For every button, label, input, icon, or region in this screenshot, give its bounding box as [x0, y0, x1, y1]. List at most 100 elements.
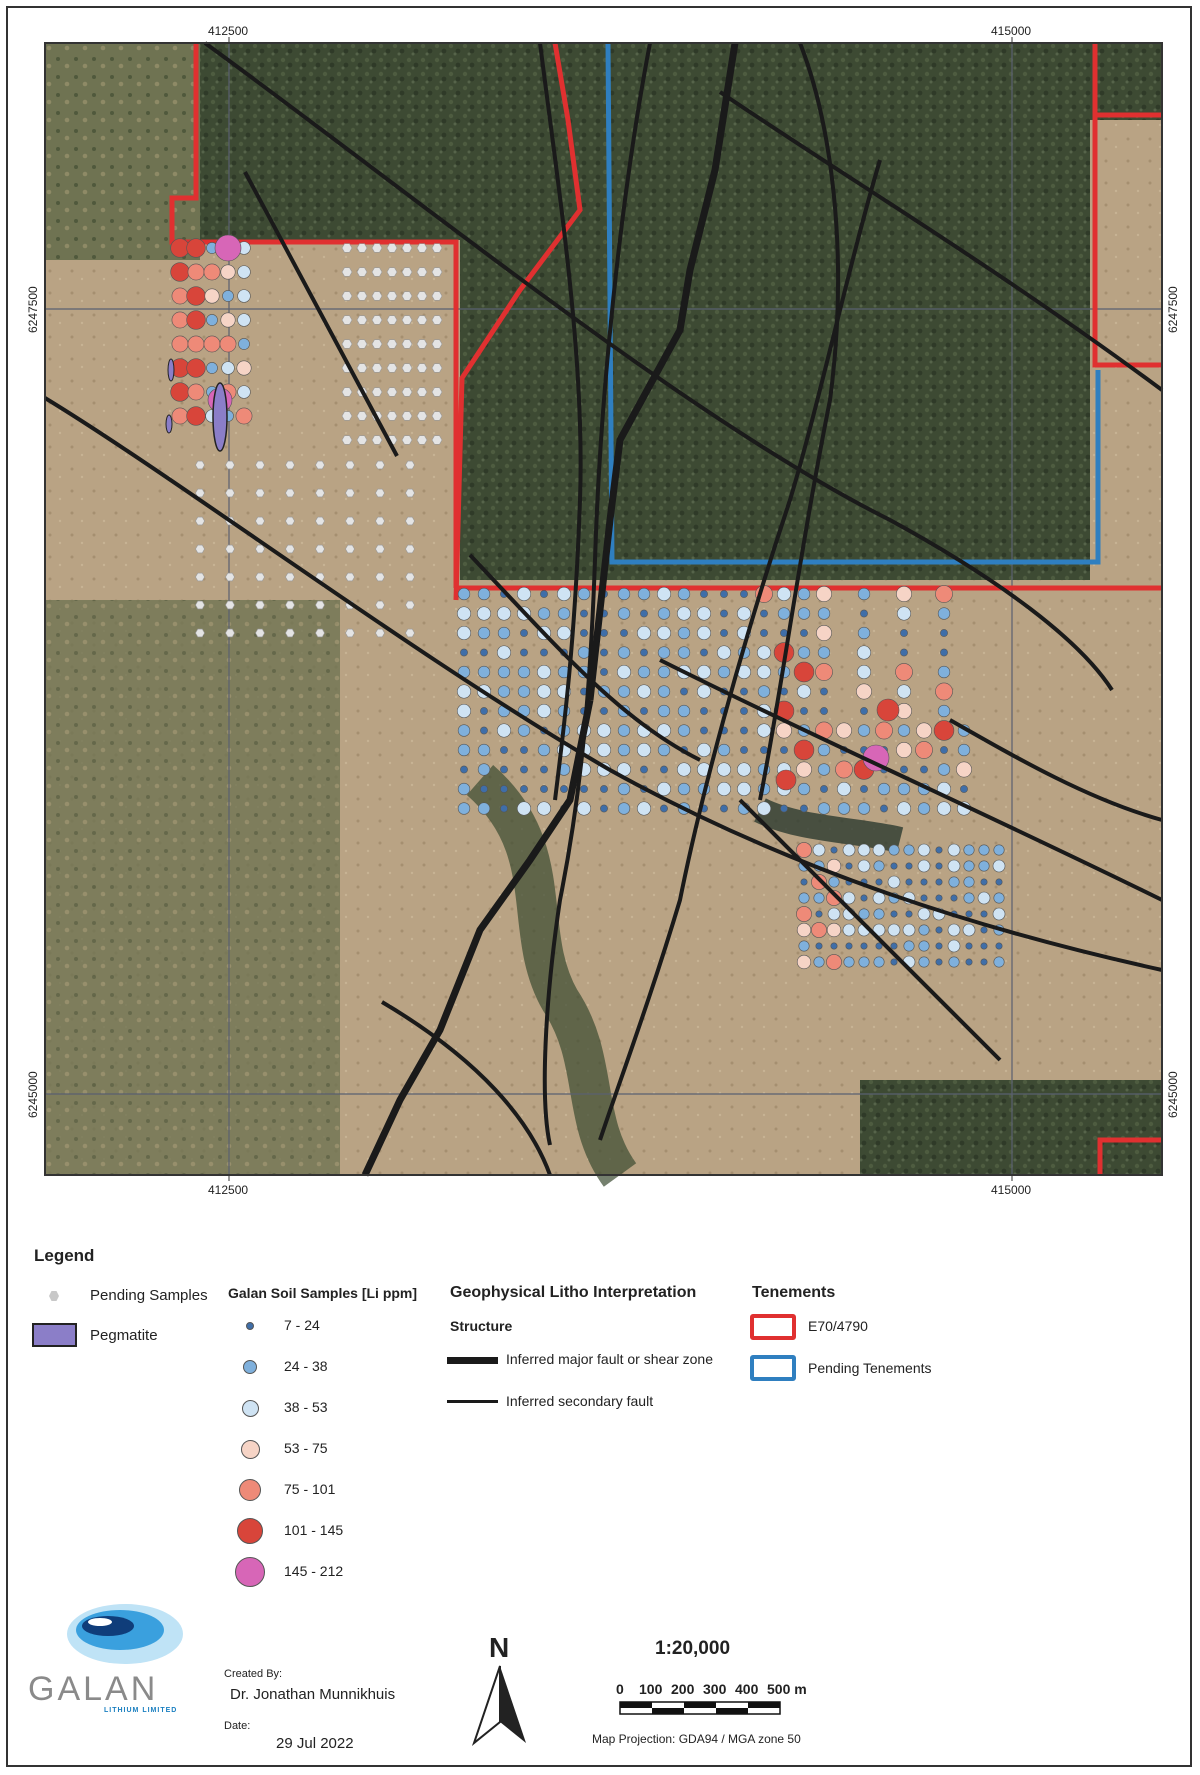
soil-sample-marker [947, 939, 961, 953]
soil-sample-marker [877, 782, 891, 796]
soil-sample-marker [617, 607, 631, 620]
scale-tick-500: 500 m [767, 1681, 807, 1697]
pending-sample-marker [341, 387, 353, 397]
coord-right-northing-1: 6247500 [1166, 286, 1180, 333]
coord-top-easting-1: 412500 [208, 24, 249, 38]
pending-sample-marker [416, 339, 428, 349]
soil-sample-marker [960, 785, 968, 793]
soil-sample-marker [720, 629, 728, 637]
soil-sample-marker [640, 648, 648, 657]
soil-sample-marker [596, 723, 612, 738]
soil-sample-marker [740, 726, 748, 735]
soil-sample-marker [222, 290, 234, 302]
soil-sample-marker [980, 878, 988, 886]
date-value: 29 Jul 2022 [276, 1735, 354, 1752]
soil-sample-marker [963, 844, 975, 856]
soil-sample-marker [793, 739, 815, 761]
soil-sample-marker [917, 802, 931, 815]
soil-sample-marker [637, 665, 651, 679]
soil-sample-marker [937, 763, 951, 776]
soil-sample-marker [856, 645, 872, 660]
pending-sample-marker [225, 488, 235, 498]
soil-sample-marker [917, 859, 931, 873]
soil-sample-marker [836, 722, 852, 739]
soil-sample-marker [500, 746, 508, 754]
pending-sample-marker [195, 460, 205, 470]
pending-sample-marker [285, 544, 295, 554]
soil-sample-marker [617, 685, 631, 698]
pending-sample-marker [315, 460, 325, 470]
pending-sample-marker [345, 460, 355, 470]
soil-sample-marker [872, 923, 886, 937]
soil-sample-marker [676, 606, 692, 621]
pending-sample-marker [195, 544, 205, 554]
pending-sample-marker [285, 460, 295, 470]
pending-sample-marker [405, 572, 415, 582]
soil-sample-marker [636, 625, 652, 641]
soil-sample-marker [935, 682, 953, 701]
pegmatite-symbol [32, 1323, 77, 1347]
pending-sample-marker [356, 339, 368, 349]
soil-sample-marker [557, 607, 571, 620]
coord-top-easting-2: 415000 [991, 24, 1032, 38]
soil-sample-marker [717, 665, 731, 679]
soil-sample-marker [187, 383, 205, 401]
soil-sample-marker [457, 743, 471, 757]
soil-sample-marker [657, 685, 671, 698]
pending-sample-marker [405, 460, 415, 470]
soil-sample-marker [837, 802, 851, 815]
soil-sample-marker [816, 625, 832, 641]
pending-sample-marker [341, 243, 353, 253]
soil-sample-marker [830, 846, 838, 854]
soil-sample-marker [920, 894, 928, 902]
soil-sample-marker [657, 607, 671, 620]
soil-sample-marker [828, 876, 840, 888]
soil-sample-marker [460, 648, 468, 657]
soil-sample-marker [700, 726, 708, 735]
soil-sample-marker [857, 724, 871, 737]
pending-sample-marker [386, 291, 398, 301]
pending-sample-marker [356, 411, 368, 421]
soil-sample-marker [817, 802, 831, 815]
tenement-pending-label: Pending Tenements [808, 1360, 932, 1376]
soil-sample-marker [456, 703, 472, 719]
soil-sample-marker [235, 407, 253, 425]
soil-sample-marker [696, 742, 712, 758]
soil-sample-marker [905, 910, 913, 918]
pending-sample-marker [315, 628, 325, 638]
pending-sample-marker [255, 628, 265, 638]
soil-sample-marker [896, 801, 912, 816]
soil-sample-marker [817, 743, 831, 757]
map-frame [6, 6, 1192, 1767]
logo-swirl [67, 1604, 183, 1664]
soil-sample-marker [660, 765, 668, 774]
soil-sample-marker [497, 626, 511, 640]
soil-sample-marker [536, 801, 552, 816]
pending-sample-marker [255, 488, 265, 498]
soil-sample-marker [860, 609, 868, 618]
date-label: Date: [224, 1720, 251, 1732]
pending-sample-marker [315, 544, 325, 554]
soil-sample-marker [657, 646, 671, 659]
pending-sample-marker [401, 387, 413, 397]
soil-sample-marker [536, 684, 552, 699]
pending-sample-marker [356, 363, 368, 373]
pending-tenement-boundary [605, 42, 1101, 565]
soil-sample-marker [872, 843, 886, 857]
pending-sample-marker [371, 339, 383, 349]
soil-sample-marker [842, 923, 856, 937]
pending-sample-marker [195, 600, 205, 610]
soil-sample-marker [811, 922, 827, 938]
soil-sample-marker [887, 875, 901, 889]
soil-sample-marker [657, 704, 671, 718]
structure-heading: Structure [450, 1318, 513, 1334]
soil-sample-marker [957, 743, 971, 757]
soil-sample-marker [214, 234, 242, 262]
pending-sample-marker [345, 544, 355, 554]
soil-sample-marker [873, 956, 885, 968]
soil-sample-marker [796, 684, 812, 699]
soil-sample-marker [696, 625, 712, 641]
soil-sample-marker [600, 668, 608, 676]
soil-sample-marker [900, 765, 908, 774]
